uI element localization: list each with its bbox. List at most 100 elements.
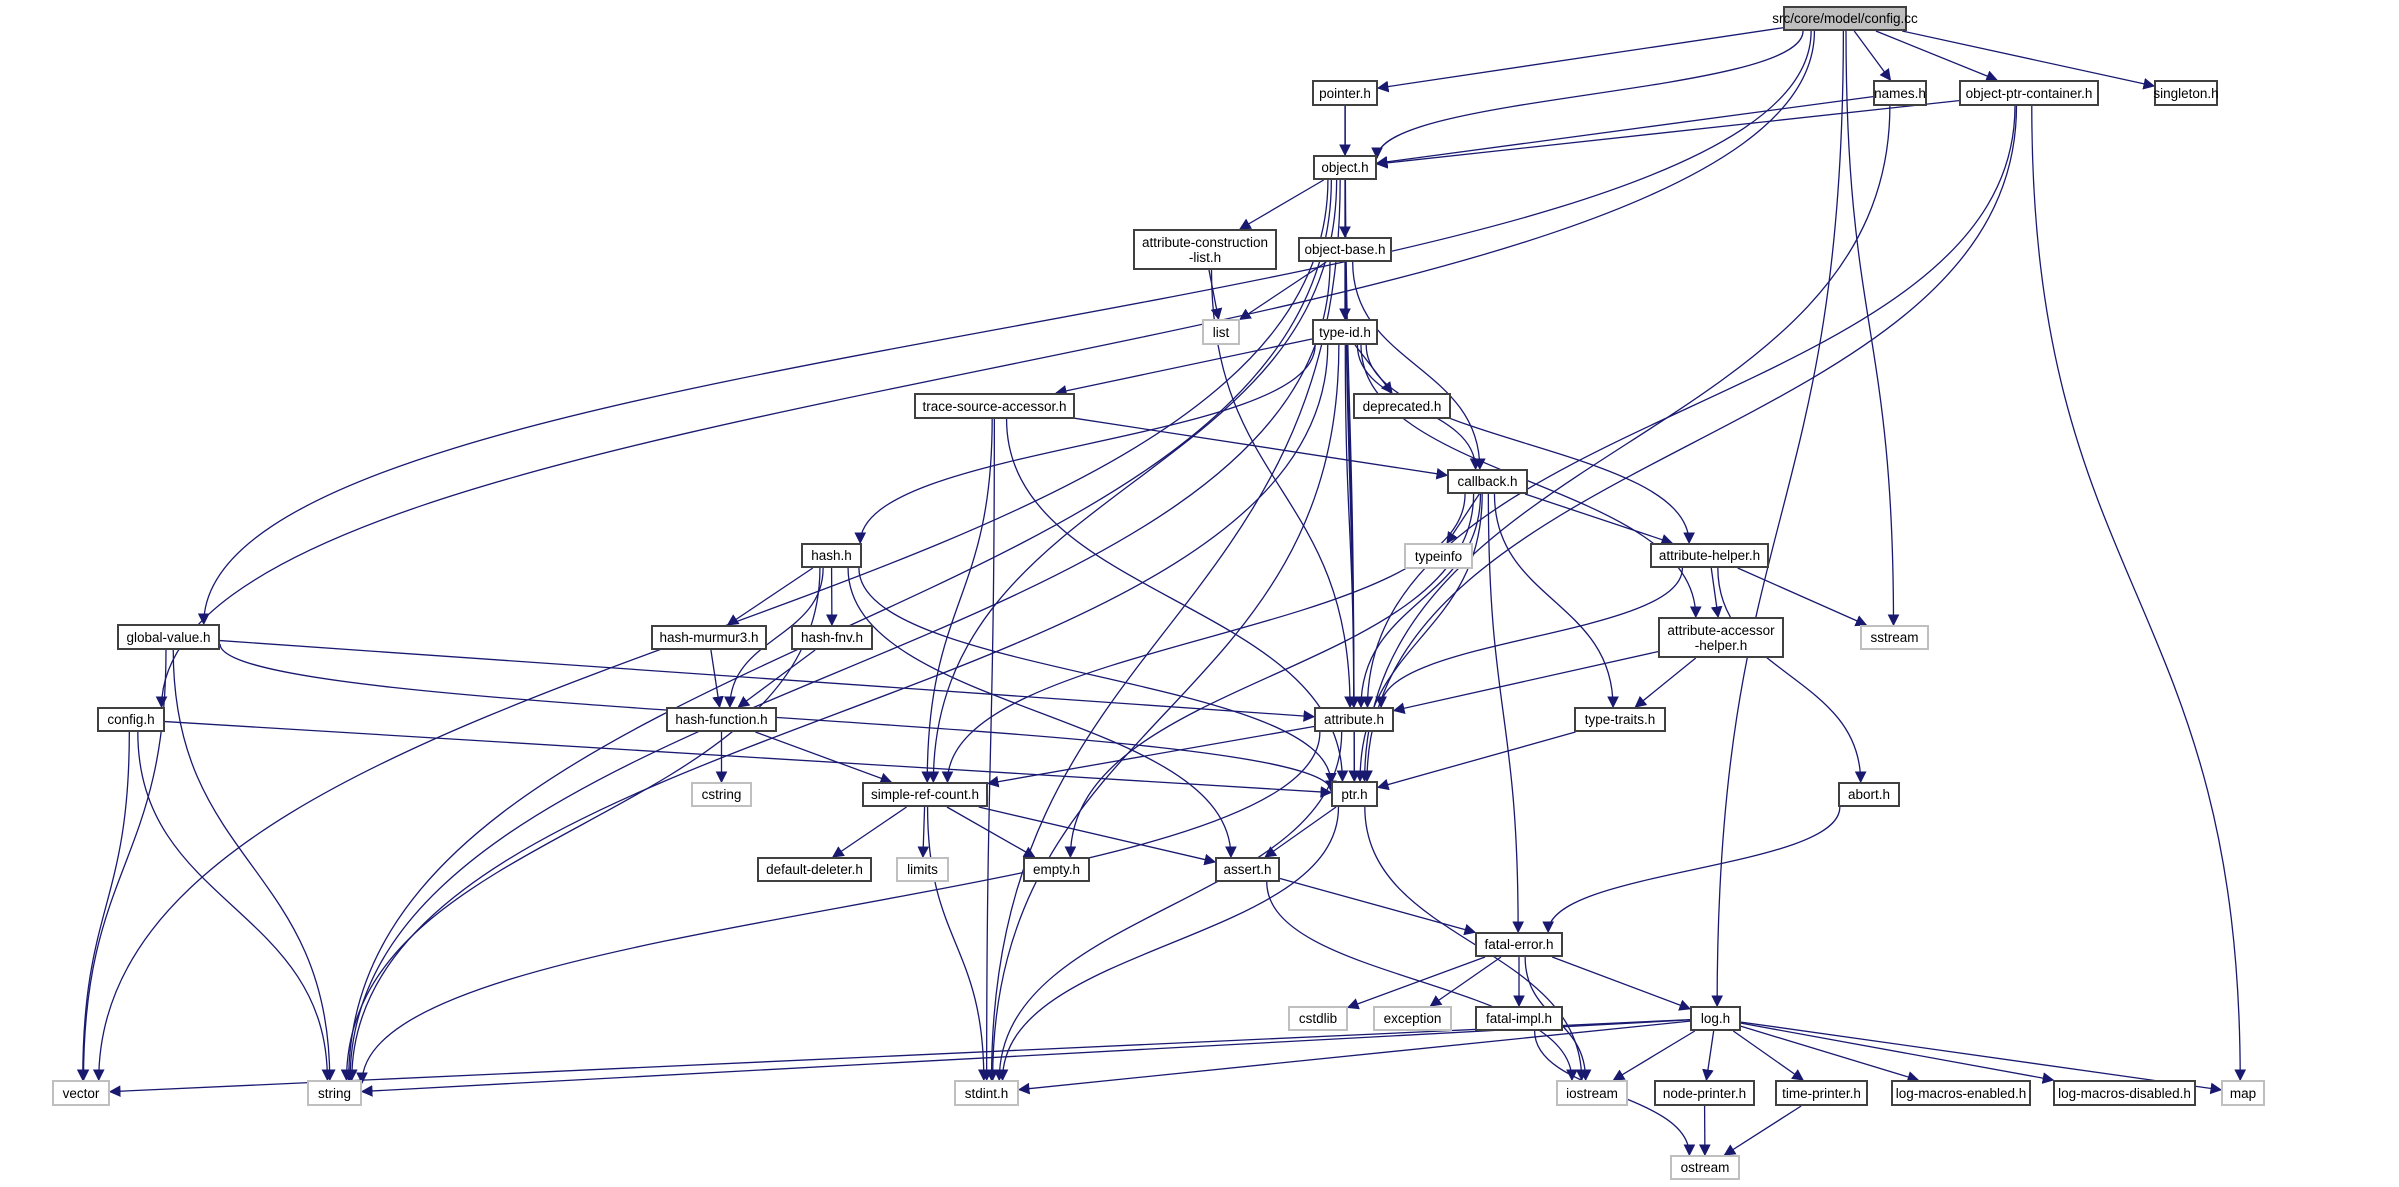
edge-hash-h-to-assert-h [847, 567, 1237, 859]
edge-objbase-h-to-string [344, 261, 1331, 1082]
edge-fatalerror-h-to-cstdlib [1346, 956, 1486, 1010]
node-names-h[interactable]: names.h [1873, 80, 1927, 106]
node-timeprinter-h[interactable]: time-printer.h [1775, 1080, 1868, 1106]
edge-typeid-h-to-attribute-h [1344, 344, 1360, 709]
edge-config-h-to-string [137, 731, 334, 1082]
node-nodeprinter-h[interactable]: node-printer.h [1654, 1080, 1755, 1106]
node-list: list [1202, 319, 1240, 345]
edge-fatalerror-h-to-log-h [1551, 956, 1692, 1011]
edge-ptr-h-to-iostream [1364, 806, 1588, 1082]
edge-callback-h-to-fatalerror-h [1487, 493, 1524, 934]
node-opc-h[interactable]: object-ptr-container.h [1959, 80, 2099, 106]
edge-typetraits-h-to-ptr-h [1376, 731, 1576, 791]
edge-globalvalue-h-to-string [172, 649, 336, 1082]
edge-src-h-to-empty-h [946, 806, 1036, 858]
node-assert-h[interactable]: assert.h [1215, 857, 1280, 882]
edge-abort-h-to-fatalerror-h [1542, 806, 1841, 934]
edge-src-h-to-dd-h [831, 806, 907, 858]
edge-object-h-to-acl-h [1238, 179, 1324, 230]
edge-log-h-to-lme-h [1740, 1025, 1920, 1083]
node-attrhelper-h[interactable]: attribute-helper.h [1650, 543, 1769, 568]
edge-hash-h-to-murmur-h [726, 567, 814, 626]
node-deprecated-h[interactable]: deprecated.h [1353, 393, 1451, 419]
edge-log-h-to-stdint-h [1017, 1020, 1691, 1095]
edge-src-h-to-assert-h [978, 806, 1217, 866]
edge-config-cc-to-opc-h [1875, 30, 1998, 82]
edge-attribute-h-to-src-h [986, 725, 1315, 788]
node-config-cc[interactable]: src/core/model/config.cc [1772, 6, 1918, 31]
node-ostream: ostream [1670, 1155, 1740, 1180]
edge-tsa-h-to-callback-h [1074, 417, 1449, 480]
node-string: string [307, 1080, 362, 1106]
node-lmd-h[interactable]: log-macros-disabled.h [2053, 1080, 2196, 1106]
edge-aah-h-to-typetraits-h [1634, 657, 1697, 708]
edge-aah-h-to-attribute-h [1392, 650, 1659, 714]
edge-config-cc-to-singleton-h [1902, 30, 2156, 90]
edge-timeprinter-h-to-ostream [1723, 1105, 1802, 1156]
node-fatalerror-h[interactable]: fatal-error.h [1475, 932, 1563, 957]
node-config-h[interactable]: config.h [97, 707, 165, 732]
edge-attrhelper-h-to-aah-h [1710, 567, 1723, 619]
node-ptr-h[interactable]: ptr.h [1331, 781, 1378, 807]
node-exception: exception [1373, 1006, 1452, 1031]
edge-attribute-h-to-string [356, 731, 1321, 1085]
edge-hash-h-to-string [340, 567, 821, 1082]
edge-names-h-to-ptr-h [1358, 105, 1891, 783]
node-typeid-h[interactable]: type-id.h [1312, 319, 1378, 345]
edge-tsa-h-to-stdint-h [980, 418, 995, 1082]
node-murmur-h[interactable]: hash-murmur3.h [651, 625, 767, 650]
edge-globalvalue-h-to-attribute-h [219, 639, 1316, 722]
node-cstdlib: cstdlib [1288, 1006, 1348, 1031]
node-hashfunc-h[interactable]: hash-function.h [666, 707, 777, 732]
edge-opc-h-to-object-h [1375, 99, 1960, 169]
edge-tsa-h-to-src-h [921, 418, 993, 784]
node-aah-h[interactable]: attribute-accessor -helper.h [1658, 617, 1784, 658]
node-singleton-h[interactable]: singleton.h [2153, 80, 2219, 106]
edge-log-h-to-iostream [1612, 1030, 1696, 1081]
edge-ptr-h-to-assert-h [1264, 806, 1337, 858]
edge-config-h-to-vector [76, 731, 130, 1082]
node-map: map [2221, 1080, 2265, 1106]
node-globalvalue-h[interactable]: global-value.h [117, 624, 220, 650]
node-lme-h[interactable]: log-macros-enabled.h [1891, 1080, 2031, 1106]
edge-callback-h-to-attribute-h [1355, 493, 1482, 709]
edge-config-cc-to-pointer-h [1376, 27, 1784, 93]
node-hash-h[interactable]: hash.h [801, 543, 862, 568]
node-attribute-h[interactable]: attribute.h [1314, 707, 1394, 732]
node-limits: limits [896, 857, 949, 882]
edge-config-cc-to-object-h [1371, 30, 1804, 160]
edge-config-cc-to-globalvalue-h [197, 30, 1812, 626]
node-object-h[interactable]: object.h [1313, 155, 1377, 180]
node-acl-h[interactable]: attribute-construction -list.h [1133, 229, 1277, 270]
edge-callback-h-to-attrhelper-h [1524, 493, 1674, 546]
node-callback-h[interactable]: callback.h [1447, 469, 1528, 494]
edge-src-h-to-stdint-h [926, 806, 990, 1082]
edge-murmur-h-to-hashfunc-h [710, 649, 724, 709]
node-pointer-h[interactable]: pointer.h [1312, 80, 1378, 106]
node-iostream: iostream [1556, 1080, 1628, 1106]
node-vector: vector [52, 1080, 110, 1106]
edge-names-h-to-object-h [1375, 95, 1874, 168]
edge-attrhelper-h-to-attribute-h [1375, 567, 1684, 709]
edge-config-cc-to-config-h [155, 30, 1816, 709]
node-tsa-h[interactable]: trace-source-accessor.h [914, 393, 1075, 419]
node-fnv-h[interactable]: hash-fnv.h [791, 625, 873, 650]
edge-attrhelper-h-to-sstream [1737, 567, 1868, 627]
edge-src-h-to-limits [917, 806, 930, 859]
node-typeinfo: typeinfo [1404, 543, 1473, 569]
node-typetraits-h[interactable]: type-traits.h [1574, 707, 1666, 732]
node-src-h[interactable]: simple-ref-count.h [862, 782, 988, 807]
node-log-h[interactable]: log.h [1690, 1006, 1741, 1031]
node-abort-h[interactable]: abort.h [1838, 782, 1900, 807]
edge-typeid-h-to-stdint-h [986, 344, 1340, 1082]
edge-log-h-to-nodeprinter-h [1702, 1030, 1715, 1082]
node-empty-h[interactable]: empty.h [1023, 857, 1090, 882]
node-dd-h[interactable]: default-deleter.h [757, 857, 872, 882]
edge-config-cc-to-log-h [1711, 30, 1845, 1008]
edge-objbase-h-to-callback-h [1352, 261, 1486, 471]
edge-assert-h-to-fatalerror-h [1279, 877, 1477, 936]
node-fatalimpl-h[interactable]: fatal-impl.h [1475, 1006, 1563, 1031]
edge-opc-h-to-attribute-h [1361, 105, 2016, 709]
edge-object-h-to-stdint-h [985, 179, 1341, 1082]
node-objbase-h[interactable]: object-base.h [1298, 237, 1392, 262]
